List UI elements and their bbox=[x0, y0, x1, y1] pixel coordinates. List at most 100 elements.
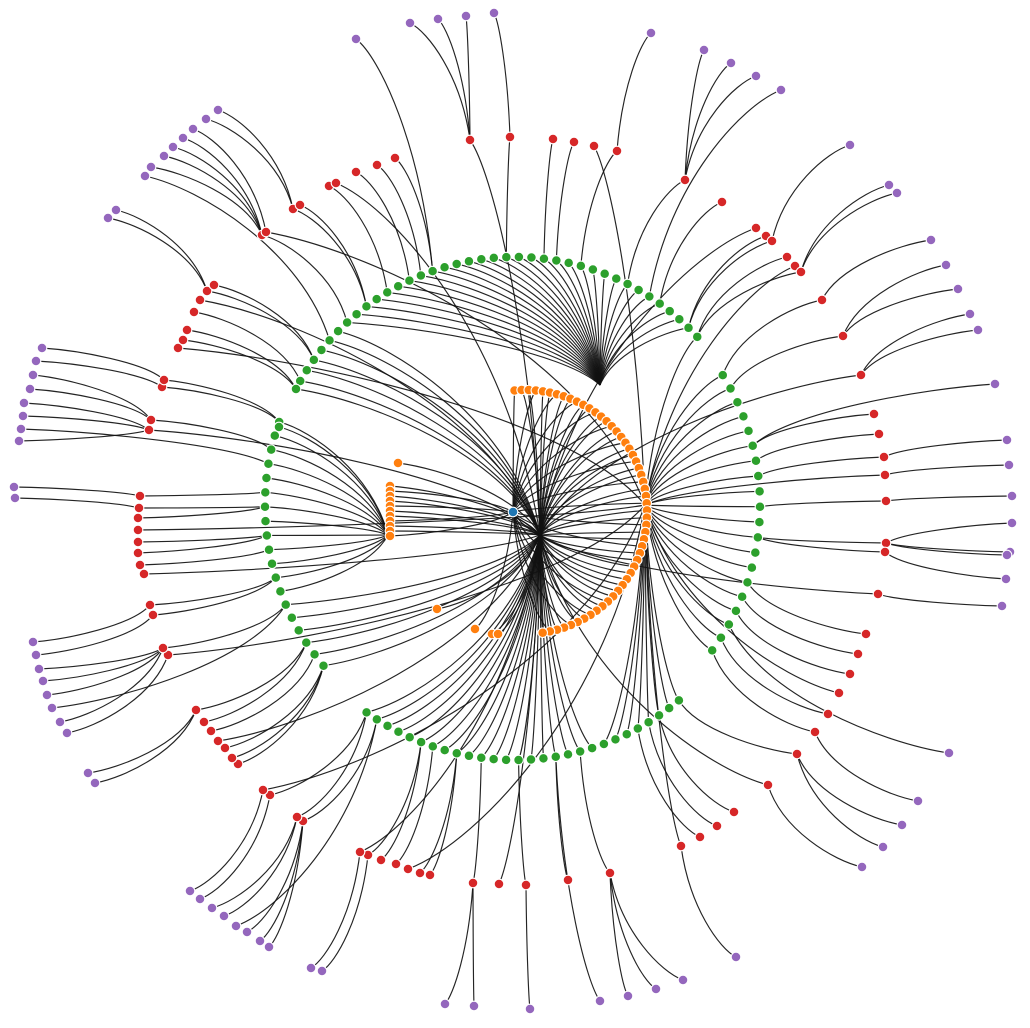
edge-321 bbox=[59, 647, 164, 723]
edge-172 bbox=[274, 435, 389, 536]
tree-node-depth-4-58 bbox=[30, 649, 42, 661]
tree-node-depth-2-261 bbox=[293, 625, 305, 636]
edge-32 bbox=[539, 534, 644, 540]
edge-242 bbox=[137, 534, 268, 554]
edge-318 bbox=[94, 709, 197, 784]
edge-183 bbox=[659, 201, 723, 304]
tree-node-depth-3-159 bbox=[188, 306, 200, 318]
edge-120 bbox=[644, 504, 752, 569]
tree-node-depth-3-132 bbox=[257, 784, 269, 796]
edge-319 bbox=[87, 709, 197, 774]
edge-114 bbox=[644, 475, 759, 506]
tree-node-depth-2-190 bbox=[475, 253, 487, 265]
edge-233 bbox=[210, 654, 316, 732]
edge-216 bbox=[498, 534, 541, 885]
edge-219 bbox=[419, 753, 458, 874]
edge-232 bbox=[217, 534, 541, 742]
tree-node-depth-2-191 bbox=[488, 252, 500, 264]
edge-206 bbox=[711, 650, 816, 733]
tree-node-depth-2-210 bbox=[717, 369, 729, 381]
tree-node-depth-4-3 bbox=[460, 10, 472, 22]
edge-61 bbox=[389, 525, 541, 536]
tree-node-depth-2-278 bbox=[273, 421, 285, 433]
tree-node-depth-3-161 bbox=[201, 285, 213, 297]
tree-node-depth-2-187 bbox=[439, 261, 450, 273]
tree-node-depth-2-258 bbox=[318, 660, 329, 672]
tree-node-depth-2-205 bbox=[654, 298, 666, 309]
tree-node-depth-2-266 bbox=[266, 558, 278, 570]
edge-342 bbox=[163, 155, 263, 236]
tree-node-depth-2-195 bbox=[538, 253, 550, 265]
edge-344 bbox=[182, 137, 263, 236]
edge-222 bbox=[380, 742, 422, 861]
edge-283 bbox=[842, 288, 959, 337]
edge-329 bbox=[13, 486, 141, 497]
tree-node-depth-2-214 bbox=[743, 425, 754, 437]
edge-227 bbox=[269, 712, 368, 796]
tree-node-depth-2-235 bbox=[621, 728, 633, 740]
tree-node-depth-3-166 bbox=[294, 199, 306, 211]
tree-node-depth-2-182 bbox=[381, 287, 393, 298]
edge-105 bbox=[599, 327, 689, 386]
edge-282 bbox=[842, 264, 947, 337]
edge-153 bbox=[376, 534, 541, 720]
edge-228 bbox=[262, 504, 646, 791]
tree-node-depth-4-47 bbox=[206, 902, 218, 914]
edge-245 bbox=[137, 506, 266, 519]
edge-5 bbox=[539, 392, 551, 536]
edge-272 bbox=[493, 12, 511, 138]
tree-node-depth-4-71 bbox=[110, 204, 122, 216]
tree-node-depth-3-142 bbox=[147, 609, 159, 621]
edge-320 bbox=[66, 654, 169, 734]
tree-node-depth-3-155 bbox=[158, 374, 170, 386]
tree-node-depth-3-111 bbox=[791, 748, 803, 760]
edge-66 bbox=[474, 511, 514, 630]
edge-301 bbox=[609, 872, 684, 981]
edge-152 bbox=[387, 534, 541, 727]
edge-338 bbox=[107, 217, 208, 292]
edge-236 bbox=[167, 504, 646, 656]
edge-154 bbox=[366, 534, 541, 713]
tree-node-depth-3-100 bbox=[879, 469, 891, 481]
tree-node-depth-2-230 bbox=[673, 694, 685, 706]
tree-node-depth-3-80 bbox=[464, 134, 476, 146]
edge-288 bbox=[884, 464, 1010, 476]
tree-node-depth-3-88 bbox=[750, 222, 762, 234]
tree-node-depth-3-99 bbox=[878, 451, 890, 463]
edge-143 bbox=[493, 534, 541, 760]
tree-node-depth-3-108 bbox=[833, 687, 845, 699]
tree-node-depth-4-15 bbox=[952, 283, 964, 295]
edge-332 bbox=[22, 415, 150, 431]
tree-node-depth-3-170 bbox=[371, 159, 383, 171]
edge-237 bbox=[162, 604, 287, 649]
tree-node-depth-4-14 bbox=[940, 259, 952, 271]
tree-node-depth-2-201 bbox=[610, 273, 622, 284]
tree-node-depth-2-233 bbox=[643, 716, 654, 728]
edge-198 bbox=[757, 536, 887, 544]
tree-node-depth-2-273 bbox=[263, 458, 274, 470]
edge-159 bbox=[291, 534, 541, 619]
edge-275 bbox=[684, 62, 732, 181]
edge-225 bbox=[302, 719, 378, 822]
edge-215 bbox=[517, 759, 527, 886]
tree-node-depth-4-52 bbox=[61, 727, 73, 739]
edge-116 bbox=[644, 504, 760, 508]
tree-node-depth-2-275 bbox=[269, 430, 281, 442]
edge-254 bbox=[186, 329, 297, 390]
tree-node-depth-2-186 bbox=[427, 265, 438, 277]
tree-node-depth-4-59 bbox=[27, 636, 39, 648]
edge-239 bbox=[149, 577, 277, 606]
tree-node-depth-4-16 bbox=[964, 308, 976, 320]
tree-node-depth-4-54 bbox=[46, 702, 58, 714]
edge-156 bbox=[314, 534, 541, 655]
edge-170 bbox=[268, 463, 389, 536]
tree-node-depth-4-38 bbox=[468, 1000, 480, 1012]
edge-218 bbox=[429, 753, 458, 876]
edge-117 bbox=[644, 504, 760, 523]
tree-node-depth-2-269 bbox=[260, 515, 271, 527]
edge-267 bbox=[394, 157, 434, 272]
tree-node-depth-3-86 bbox=[679, 174, 691, 186]
tree-node-depth-2-252 bbox=[415, 736, 427, 748]
tree-node-depth-3-157 bbox=[177, 334, 189, 346]
edge-234 bbox=[203, 642, 307, 723]
